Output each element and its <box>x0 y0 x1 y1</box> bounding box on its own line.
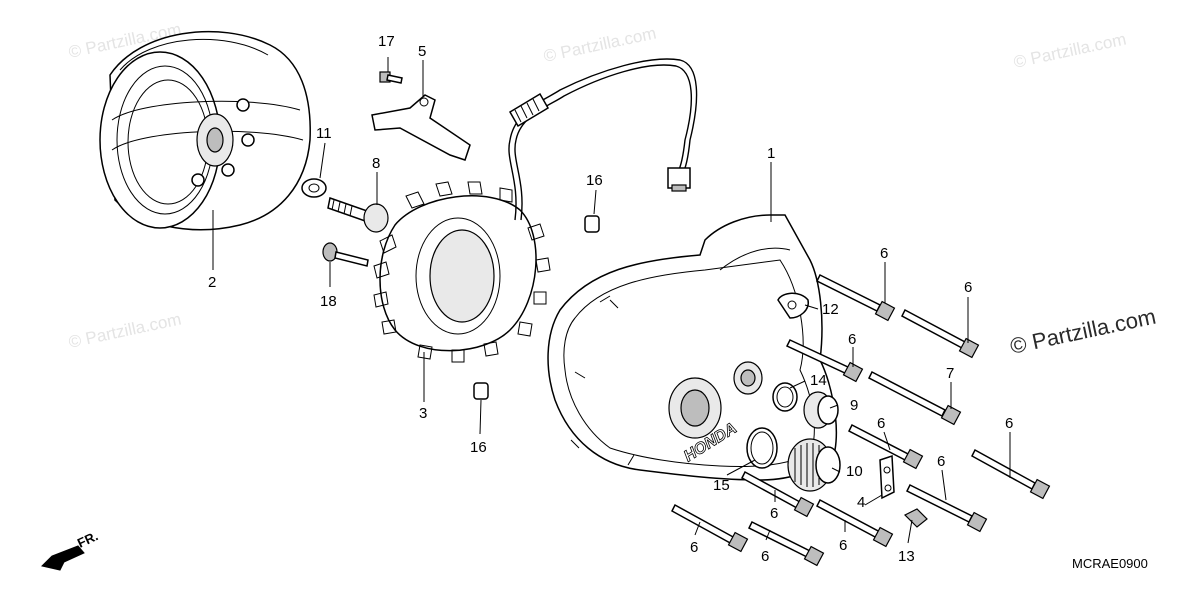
diagram-code: MCRAE0900 <box>1072 556 1148 571</box>
callout-label: 16 <box>586 172 603 189</box>
cover-bolts <box>671 273 1051 567</box>
callout-label: 6 <box>880 245 888 262</box>
bolt-6 <box>741 470 815 518</box>
callout-label: 18 <box>320 293 337 310</box>
callout-label: 7 <box>946 365 954 382</box>
stator <box>373 181 551 363</box>
callout-label: 1 <box>767 145 775 162</box>
bolt-6 <box>901 308 980 359</box>
o-ring-small <box>772 382 798 412</box>
callout-label: 13 <box>898 548 915 565</box>
bolt-6 <box>971 448 1051 500</box>
callout-label: 6 <box>761 548 769 565</box>
callout-label: 8 <box>372 155 380 172</box>
callout-label: 5 <box>418 43 426 60</box>
bolt-7 <box>867 370 962 426</box>
callout-label: 6 <box>770 505 778 522</box>
callout-label: 6 <box>1005 415 1013 432</box>
bolt-6 <box>847 423 924 470</box>
callout-label: 4 <box>857 494 865 511</box>
watermark-main: © Partzilla.com <box>1008 304 1158 359</box>
callout-numbers: 1 2 3 4 5 6 6 6 6 6 6 6 6 6 6 7 8 9 10 1… <box>208 33 1013 565</box>
callout-label: 11 <box>316 125 332 142</box>
callout-label: 14 <box>810 372 827 389</box>
dowel-pin <box>473 382 489 400</box>
bolt-6 <box>905 483 988 533</box>
bolt-6 <box>671 503 749 553</box>
callout-label: 6 <box>839 537 847 554</box>
callout-label: 12 <box>822 301 839 318</box>
callout-label: 6 <box>877 415 885 432</box>
callout-label: 10 <box>846 463 863 480</box>
flange-bolt <box>327 197 389 233</box>
bolt-6 <box>815 273 896 322</box>
callout-label: 9 <box>850 397 858 414</box>
callout-label: 6 <box>964 279 972 296</box>
bolt-6 <box>747 520 825 567</box>
arrow-icon <box>41 545 85 571</box>
leader-lines <box>212 57 1011 544</box>
small-bolt <box>322 242 369 267</box>
wiring-harness <box>508 58 698 221</box>
callout-label: 17 <box>378 33 395 50</box>
clamp-plate <box>371 94 471 161</box>
bolt-17 <box>379 71 403 84</box>
watermark-text: © Partzilla.com <box>67 310 183 352</box>
callout-label: 6 <box>937 453 945 470</box>
callout-label: 3 <box>419 405 427 422</box>
callout-label: 16 <box>470 439 487 456</box>
direction-label: FR. <box>75 528 100 550</box>
watermark-text: © Partzilla.com <box>1012 30 1128 72</box>
washer <box>301 178 327 198</box>
crankcase-cover: HONDA <box>547 214 838 481</box>
dowel-pin <box>584 215 600 233</box>
plug-cap <box>803 391 839 429</box>
o-ring-large <box>746 427 778 469</box>
callout-label: 2 <box>208 274 216 291</box>
front-direction-arrow: FR. <box>41 528 100 571</box>
bolt-6 <box>785 339 864 383</box>
callout-label: 6 <box>690 539 698 556</box>
bracket <box>879 454 895 500</box>
bolt-6 <box>816 498 894 548</box>
callout-label: 6 <box>848 331 856 348</box>
flywheel-rotor <box>99 30 311 231</box>
watermark-text: © Partzilla.com <box>542 24 658 66</box>
cable-clamp <box>777 292 809 319</box>
wire-clip <box>903 508 928 528</box>
callout-label: 15 <box>713 477 730 494</box>
timing-hole-cap <box>787 438 841 492</box>
